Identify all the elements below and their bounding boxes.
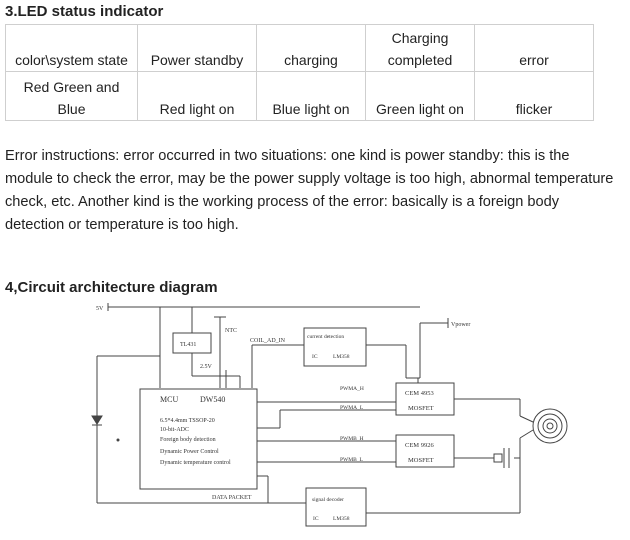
ic-label: IC	[312, 354, 318, 360]
voltage-2-5v-label: 2.5V	[200, 364, 213, 370]
table-cell: Blue light on	[256, 71, 366, 121]
ntc-label: NTC	[225, 328, 237, 334]
pwm-label: PWMA_L	[340, 405, 364, 411]
vpower-label: Vpower	[451, 322, 470, 328]
coil-ad-in-label: COIL_AD_IN	[250, 338, 286, 344]
table-header-cell: color\system state	[5, 24, 138, 72]
mcu-package-label: 6.5*4.4mm TSSOP-20	[160, 418, 215, 424]
table-header-cell: error	[474, 24, 594, 72]
mcu-adc-label: 10-bit-ADC	[160, 427, 189, 433]
lm358-label: LM358	[333, 354, 350, 360]
pwm-label: PWMB_H	[340, 436, 364, 442]
data-packet-label: DATA PACKET	[212, 495, 252, 501]
mosfet-model-label: CEM 9926	[405, 442, 434, 449]
ic-label: IC	[313, 516, 319, 522]
mcu-model-label: DW540	[200, 395, 225, 404]
mcu-feature-label: Dynamic Power Control	[160, 449, 219, 455]
table-header-cell: charging	[256, 24, 366, 72]
table-header-cell: Power standby	[137, 24, 257, 72]
tl431-label: TL431	[180, 342, 196, 348]
section-title-circuit: 4,Circuit architecture diagram	[5, 279, 218, 296]
mcu-label: MCU	[160, 395, 178, 404]
table-cell: Green light on	[365, 71, 475, 121]
led-status-table: color\system state Power standby chargin…	[5, 24, 594, 121]
table-cell: Red Green and Blue	[5, 71, 138, 121]
mosfet-label: MOSFET	[408, 405, 434, 412]
circuit-architecture-diagram: 5V Vpower TL431 NTC 2.5V COIL_AD_IN curr…	[91, 303, 568, 527]
table-header-row: color\system state Power standby chargin…	[5, 24, 594, 72]
section-title-led: 3.LED status indicator	[5, 3, 164, 20]
pwm-label: PWMA_H	[340, 386, 364, 392]
current-detection-label: current detection	[307, 334, 344, 340]
pwm-label: PWMB_L	[340, 457, 364, 463]
supply-5v-label: 5V	[96, 306, 104, 312]
mosfet-model-label: CEM 4953	[405, 390, 434, 397]
signal-decoder-label: signal decoder	[312, 497, 344, 503]
table-cell: flicker	[474, 71, 594, 121]
lm358-label: LM358	[333, 516, 350, 522]
table-row: Red Green and Blue Red light on Blue lig…	[5, 71, 594, 121]
mcu-feature-label: Dynamic temperature control	[160, 460, 231, 466]
mosfet-label: MOSFET	[408, 457, 434, 464]
table-header-cell: Charging completed	[365, 24, 475, 72]
mcu-feature-label: Foreign body detection	[160, 437, 216, 443]
error-instructions-paragraph: Error instructions: error occurred in tw…	[5, 148, 614, 233]
table-cell: Red light on	[137, 71, 257, 121]
